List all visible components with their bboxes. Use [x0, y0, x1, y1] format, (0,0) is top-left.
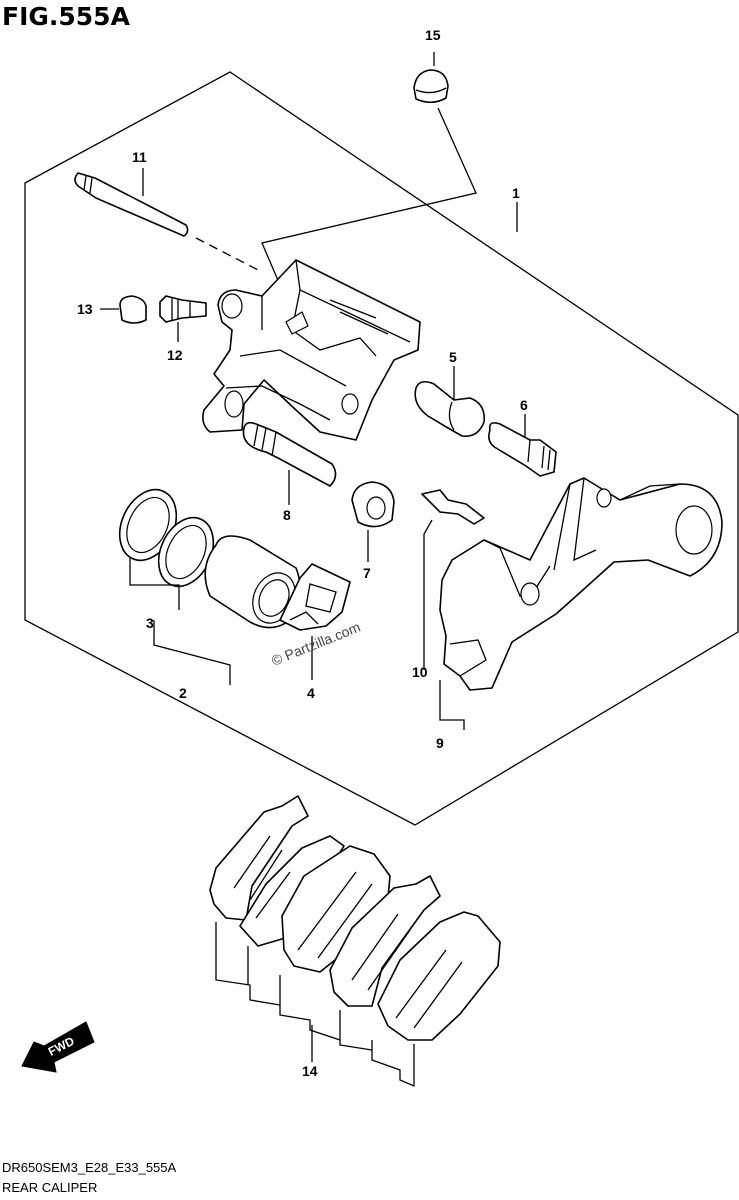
- callout-14[interactable]: 14: [302, 1063, 318, 1079]
- part-bleeder-cap-small[interactable]: [120, 296, 146, 323]
- callout-13[interactable]: 13: [77, 301, 93, 317]
- callout-3[interactable]: 3: [146, 615, 154, 631]
- leader-line-2: [154, 620, 230, 685]
- part-brake-pads[interactable]: [210, 796, 500, 1086]
- callout-4[interactable]: 4: [307, 685, 315, 701]
- part-piston-seal[interactable]: [148, 509, 224, 595]
- callout-15[interactable]: 15: [425, 27, 441, 43]
- fwd-arrow-icon: FWD: [22, 1022, 94, 1072]
- assembly-outline: [25, 72, 738, 825]
- callout-12[interactable]: 12: [167, 347, 183, 363]
- figure-subtitle: REAR CALIPER: [2, 1180, 98, 1195]
- leader-line-9: [440, 680, 464, 730]
- part-caliper-body[interactable]: [203, 260, 420, 440]
- figure-title: FIG.555A: [2, 2, 130, 31]
- part-slide-pin[interactable]: [489, 423, 556, 476]
- part-piston[interactable]: [205, 536, 303, 630]
- part-caliper-slide-pin[interactable]: [243, 423, 335, 486]
- callout-10[interactable]: 10: [412, 664, 428, 680]
- part-pad-pin[interactable]: [75, 173, 188, 236]
- callout-7[interactable]: 7: [363, 565, 371, 581]
- figure-code: DR650SEM3_E28_E33_555A: [2, 1160, 177, 1175]
- callout-6[interactable]: 6: [520, 397, 528, 413]
- part-bleeder-valve[interactable]: [160, 296, 206, 322]
- leader-line-3: [130, 558, 179, 610]
- part-bleeder-cap[interactable]: [414, 70, 448, 102]
- callout-9[interactable]: 9: [436, 735, 444, 751]
- callout-2[interactable]: 2: [179, 685, 187, 701]
- part-boot[interactable]: [415, 382, 484, 436]
- callout-11[interactable]: 11: [132, 149, 147, 165]
- part-pad-spring[interactable]: [422, 490, 484, 524]
- pin-axis-dash: [196, 238, 262, 272]
- leader-line-10: [424, 520, 432, 670]
- callout-1[interactable]: 1: [512, 185, 520, 201]
- part-boot-small[interactable]: [352, 482, 394, 527]
- part-shim[interactable]: [280, 564, 350, 630]
- callout-5[interactable]: 5: [449, 349, 457, 365]
- part-caliper-bracket[interactable]: [440, 478, 722, 690]
- callout-8[interactable]: 8: [283, 507, 291, 523]
